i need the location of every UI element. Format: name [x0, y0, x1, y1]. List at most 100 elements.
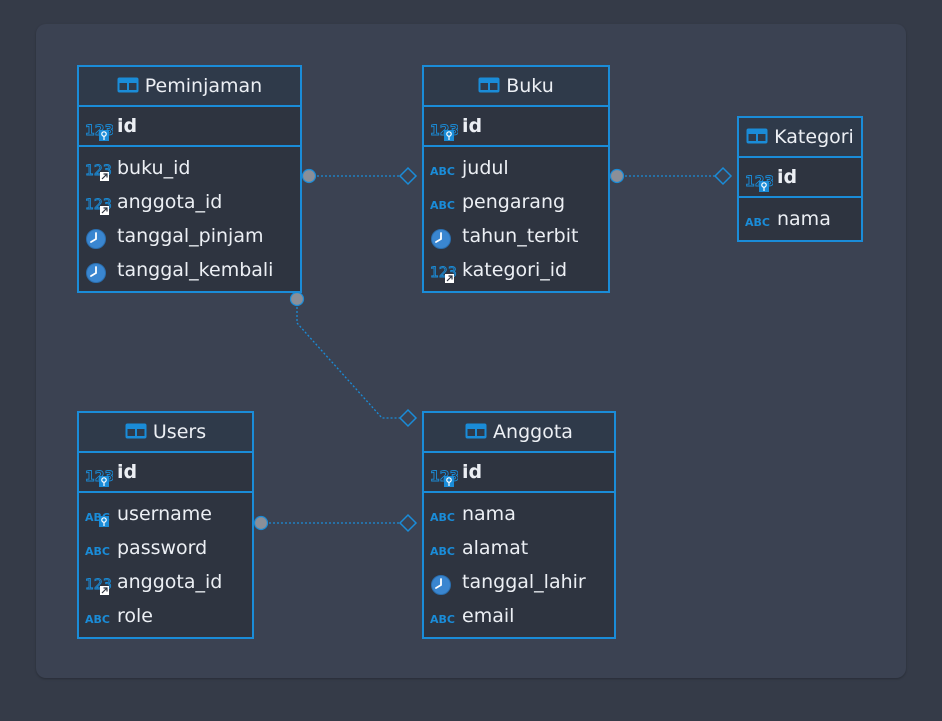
column-name: tanggal_lahir	[462, 571, 586, 593]
entity-kategori[interactable]: Kategori 123id ABC nama	[737, 116, 863, 242]
entity-header[interactable]: Buku	[424, 67, 608, 107]
primary-key-section: 123id	[424, 107, 608, 147]
svg-text:ABC: ABC	[85, 545, 110, 558]
primary-key-section: 123id	[739, 158, 861, 198]
numeric-pk-icon: 123	[745, 167, 775, 192]
text-icon: ABC	[430, 192, 458, 212]
entity-users[interactable]: Users 123id ABCusernameABCpassword123ang…	[77, 411, 254, 639]
text-icon: ABC	[430, 504, 458, 524]
table-icon	[746, 119, 768, 157]
column-name: tanggal_pinjam	[117, 225, 264, 247]
text-icon: ABC	[85, 606, 113, 626]
entity-title: Anggota	[493, 421, 573, 443]
text-icon: ABC	[430, 538, 458, 558]
column-row[interactable]: 123id	[739, 158, 861, 196]
column-name: kategori_id	[462, 259, 568, 281]
entity-title: Users	[152, 421, 207, 443]
primary-key-section: 123id	[424, 453, 614, 493]
entity-title: Peminjaman	[144, 75, 263, 97]
column-name: anggota_id	[117, 571, 223, 593]
column-row[interactable]: ABC nama	[424, 497, 614, 531]
column-name: username	[117, 503, 212, 525]
svg-text:ABC: ABC	[430, 511, 455, 524]
svg-text:ABC: ABC	[430, 545, 455, 558]
table-icon	[117, 68, 139, 106]
column-name: nama	[462, 503, 516, 525]
column-name: buku_id	[117, 157, 191, 179]
text-icon: ABC	[85, 538, 113, 558]
entity-title: Buku	[506, 75, 554, 97]
column-row[interactable]: tanggal_pinjam	[79, 219, 300, 253]
svg-text:ABC: ABC	[430, 199, 455, 212]
columns-section: ABC nama	[739, 198, 861, 240]
column-row[interactable]: ABC email	[424, 599, 614, 633]
column-row[interactable]: ABC password	[79, 531, 252, 565]
entity-header[interactable]: Users	[79, 413, 252, 453]
column-row[interactable]: tanggal_lahir	[424, 565, 614, 599]
column-name: id	[462, 115, 483, 137]
clock-icon	[430, 572, 458, 595]
table-icon	[125, 414, 147, 452]
entity-header[interactable]: Peminjaman	[79, 67, 300, 107]
column-name: pengarang	[462, 191, 566, 213]
primary-key-section: 123id	[79, 107, 300, 147]
entity-header[interactable]: Kategori	[739, 118, 861, 158]
column-row[interactable]: ABC nama	[739, 202, 861, 236]
svg-text:ABC: ABC	[430, 165, 455, 178]
column-name: password	[117, 537, 208, 559]
numeric-fk-icon: 123	[85, 192, 113, 215]
column-row[interactable]: 123id	[79, 107, 300, 145]
column-name: id	[117, 461, 138, 483]
numeric-pk-icon: 123	[85, 116, 115, 141]
text-unique-icon: ABC	[85, 504, 113, 527]
clock-icon	[85, 260, 113, 283]
text-icon: ABC	[430, 606, 458, 626]
column-name: id	[117, 115, 138, 137]
clock-icon	[85, 226, 113, 249]
column-row[interactable]: ABC role	[79, 599, 252, 633]
column-name: nama	[777, 208, 831, 230]
table-icon	[465, 414, 487, 452]
svg-text:ABC: ABC	[85, 613, 110, 626]
entity-buku[interactable]: Buku 123id ABCjudulABCpengarangtahun_ter…	[422, 65, 610, 293]
column-row[interactable]: 123id	[79, 453, 252, 491]
column-name: tanggal_kembali	[117, 259, 274, 281]
numeric-pk-icon: 123	[85, 462, 115, 487]
text-icon: ABC	[745, 209, 773, 229]
entity-title: Kategori	[774, 126, 854, 148]
numeric-pk-icon: 123	[430, 462, 460, 487]
entity-peminjaman[interactable]: Peminjaman 123id 123buku_id123anggota_id…	[77, 65, 302, 293]
column-name: tahun_terbit	[462, 225, 579, 247]
column-row[interactable]: ABC pengarang	[424, 185, 608, 219]
column-row[interactable]: tanggal_kembali	[79, 253, 300, 287]
text-icon: ABC	[430, 158, 458, 178]
entity-header[interactable]: Anggota	[424, 413, 614, 453]
column-row[interactable]: 123id	[424, 453, 614, 491]
column-row[interactable]: 123id	[424, 107, 608, 145]
numeric-fk-icon: 123	[85, 158, 113, 181]
column-name: id	[777, 166, 798, 188]
column-name: role	[117, 605, 153, 627]
numeric-pk-icon: 123	[430, 116, 460, 141]
column-row[interactable]: tahun_terbit	[424, 219, 608, 253]
svg-text:ABC: ABC	[745, 216, 770, 229]
column-name: anggota_id	[117, 191, 223, 213]
column-name: id	[462, 461, 483, 483]
column-name: email	[462, 605, 515, 627]
svg-text:ABC: ABC	[430, 613, 455, 626]
table-icon	[478, 68, 500, 106]
primary-key-section: 123id	[79, 453, 252, 493]
numeric-fk-icon: 123	[85, 572, 113, 595]
clock-icon	[430, 226, 458, 249]
